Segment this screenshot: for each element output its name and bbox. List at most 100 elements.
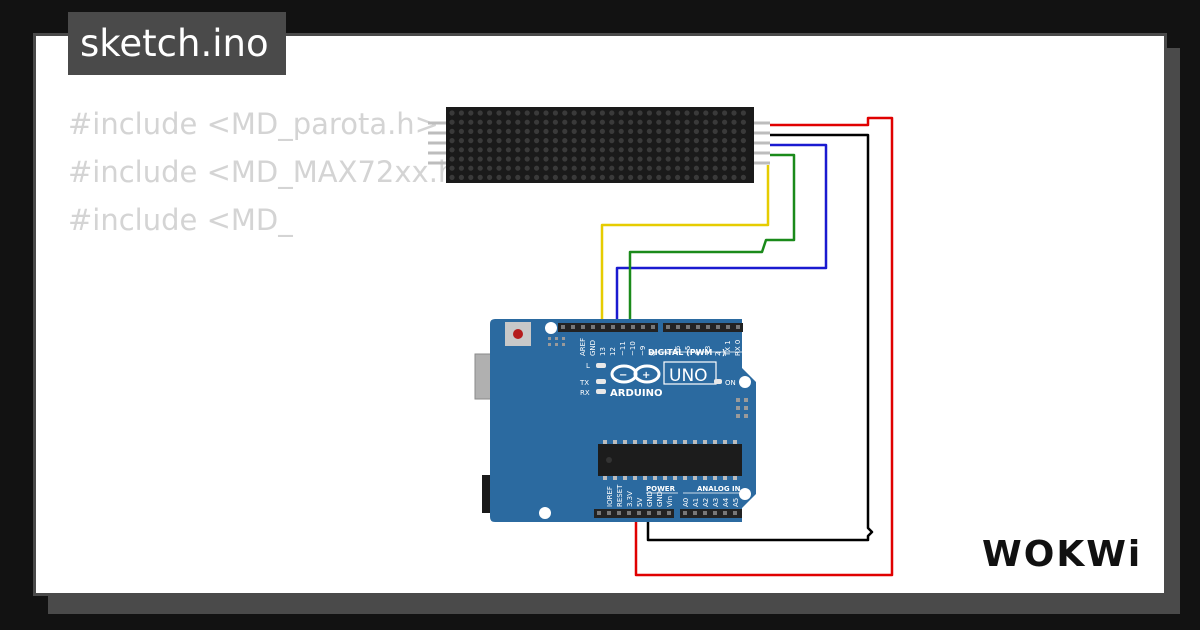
led-dot [515,174,521,180]
led-dot [599,138,606,144]
led-dot [637,174,643,180]
led-dot [665,110,671,116]
led-dot [722,119,728,125]
led-dot [618,174,624,180]
led-dot [618,110,624,116]
led-dot [646,110,653,116]
led-dot [505,156,511,162]
led-dot [684,128,690,134]
led-dot [646,174,653,180]
led-on [714,379,722,384]
led-dot [505,165,511,171]
led-dot [449,174,455,180]
led-dot [552,110,559,116]
led-dot [524,119,530,125]
led-dot [722,165,728,171]
led-dot [646,147,653,153]
led-dot [543,147,549,153]
led-dot [693,138,700,144]
led-dot [571,147,577,153]
led-dot [656,138,662,144]
board-brand: ARDUINO [610,388,662,399]
led-dot [628,165,634,171]
led-dot [656,119,662,125]
led-dot [712,174,718,180]
label-pin6: ~6 [674,345,682,356]
led-dot [581,110,587,116]
led-dot [458,147,464,153]
led-dot [740,128,747,134]
label-5v: 5V [636,498,644,507]
led-dot [487,156,493,162]
led-dot [656,110,662,116]
chip-pin [633,476,637,480]
label-tx1: TX 1 [724,340,732,357]
led-dot [468,165,474,171]
led-dot [477,174,483,180]
led-dot [609,110,615,116]
led-dot [599,110,606,116]
led-dot [599,156,606,162]
led-dot [684,165,690,171]
led-dot [505,119,511,125]
file-tab-title[interactable]: sketch.ino [68,12,286,75]
led-dot [656,147,662,153]
label-a2: A2 [702,498,710,507]
led-dot [675,110,681,116]
wires[interactable] [600,116,894,577]
led-dot [693,147,700,153]
wokwi-logo: WOKWi [982,534,1140,575]
led-dot [722,147,728,153]
led-dot [703,156,709,162]
led-dot [543,110,549,116]
led-dot [458,156,464,162]
led-dot [496,174,502,180]
led-dot [637,138,643,144]
led-dot [703,138,709,144]
chip-pin [673,476,677,480]
label-pin10: ~10 [629,341,637,356]
label-a4: A4 [722,497,730,507]
led-dot [449,138,455,144]
led-dot [552,165,559,171]
led-dot [496,119,502,125]
code-line-2: #include <MD_MAX72xx.h> [68,155,481,189]
led-dot [628,110,634,116]
led-dot [571,119,577,125]
icsp-header-right [736,398,748,418]
led-dot [590,138,596,144]
arduino-uno-board[interactable]: AREF GND 13 12 ~11 ~10 ~9 8 7 ~6 ~5 4 ~3… [474,319,756,522]
led-dot [703,119,709,125]
led-dot [656,174,662,180]
chip-pin [723,440,727,444]
label-vin: Vin [666,496,674,507]
led-dot [571,128,577,134]
label-pin2: 2 [714,352,722,356]
led-dot [684,174,690,180]
led-dot [515,128,521,134]
led-dot [571,110,577,116]
led-dot [458,128,464,134]
led-dot [665,156,671,162]
led-dot [712,138,718,144]
led-dot [449,119,455,125]
led-dot [637,156,643,162]
led-dot [731,138,737,144]
label-pin13: 13 [599,347,607,356]
led-dot [646,128,653,134]
led-dot [581,165,587,171]
led-dot [740,138,747,144]
led-dot [609,156,615,162]
led-dot [618,138,624,144]
led-dot [534,165,540,171]
led-dot [665,174,671,180]
led-matrix-module[interactable] [428,107,770,183]
led-dot [571,165,577,171]
microcontroller-chip [598,444,742,476]
led-dot [515,119,521,125]
led-dot [562,138,568,144]
led-dot [458,174,464,180]
led-dot [628,174,634,180]
led-dot [609,147,615,153]
led-dot [552,128,559,134]
